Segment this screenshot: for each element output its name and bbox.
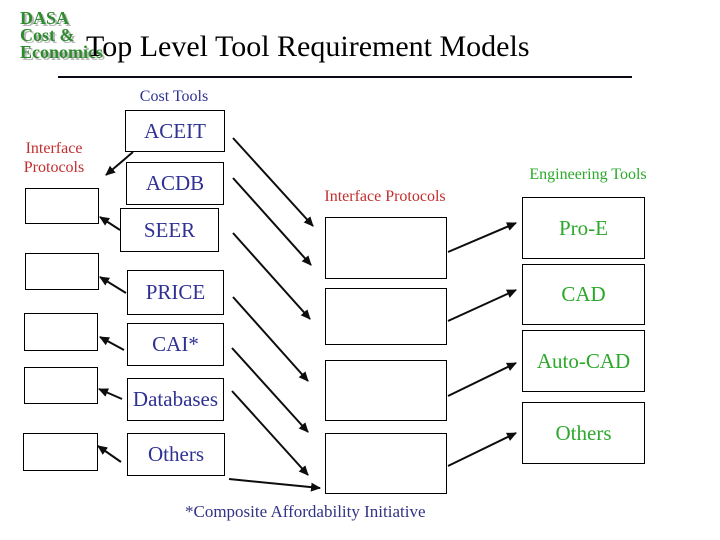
engineering-tools-label: Engineering Tools xyxy=(529,166,647,183)
arrow-price-to-left-box-2 xyxy=(99,276,127,294)
engineering-tool-box-cad: CAD xyxy=(522,264,645,325)
arrow-databases-to-left-box-4 xyxy=(98,388,123,400)
arrow-aceit-to-mid-box-1 xyxy=(232,137,314,227)
interface-protocols-left-label-line1: Interface xyxy=(25,140,83,157)
engineering-tool-box-pro-e: Pro-E xyxy=(522,197,645,259)
interface-protocol-box-left-4 xyxy=(24,367,98,404)
interface-protocol-box-left-1 xyxy=(25,188,99,224)
logo-line-3: Economics xyxy=(20,42,103,62)
cost-tool-box-seer: SEER xyxy=(120,208,219,252)
arrow-mid-box-1-to-pro-e xyxy=(447,222,517,253)
arrow-mid-box-3-to-auto-cad xyxy=(447,362,517,397)
interface-protocols-left-label-line2: Protocols xyxy=(23,159,85,176)
cost-tool-box-aceit: ACEIT xyxy=(125,110,225,152)
interface-protocol-box-mid-4 xyxy=(325,433,447,494)
engineering-tool-box-auto-cad: Auto-CAD xyxy=(522,330,645,392)
cost-tool-box-cai: CAI* xyxy=(127,323,224,366)
arrow-mid-box-2-to-cad xyxy=(447,289,517,322)
interface-protocol-box-left-3 xyxy=(24,313,98,351)
cost-tool-box-others: Others xyxy=(127,433,225,476)
arrow-acdb-to-mid-box-1 xyxy=(232,177,312,266)
footnote: *Composite Affordability Initiative xyxy=(185,502,426,521)
cost-tools-label: Cost Tools xyxy=(139,88,209,105)
interface-protocol-box-left-5 xyxy=(23,433,98,471)
cost-tool-box-price: PRICE xyxy=(127,270,224,315)
cost-tool-box-acdb: ACDB xyxy=(126,162,224,205)
page-title: Top Level Tool Requirement Models xyxy=(86,30,530,63)
interface-protocols-middle-label: Interface Protocols xyxy=(324,188,446,205)
interface-protocols-left-label: Interface Protocols xyxy=(18,139,90,177)
arrow-cai-to-mid-box-4 xyxy=(231,347,309,433)
cost-tool-box-databases: Databases xyxy=(127,378,224,421)
arrow-cai-to-left-box-3 xyxy=(99,336,125,351)
engineering-tool-box-others: Others xyxy=(522,402,645,464)
arrow-others-to-mid-box-4 xyxy=(228,478,321,492)
interface-protocol-box-left-2 xyxy=(25,253,99,290)
title-underline xyxy=(58,76,632,78)
logo-line-1: DASA xyxy=(20,8,70,28)
logo-line-2: Cost & xyxy=(20,25,75,45)
dasa-logo: DASA Cost & Economics xyxy=(20,8,103,62)
interface-protocol-box-mid-2 xyxy=(325,288,447,345)
arrow-seer-to-left-box-1 xyxy=(99,216,121,231)
arrow-others-to-left-box-5 xyxy=(97,445,122,463)
arrow-mid-box-4-to-others xyxy=(447,432,517,467)
interface-protocol-box-mid-3 xyxy=(325,360,447,421)
arrow-databases-to-mid-box-4 xyxy=(231,390,309,476)
arrow-price-to-mid-box-3 xyxy=(232,296,309,382)
arrow-seer-to-mid-box-2 xyxy=(232,232,311,320)
interface-protocol-box-mid-1 xyxy=(325,217,447,279)
